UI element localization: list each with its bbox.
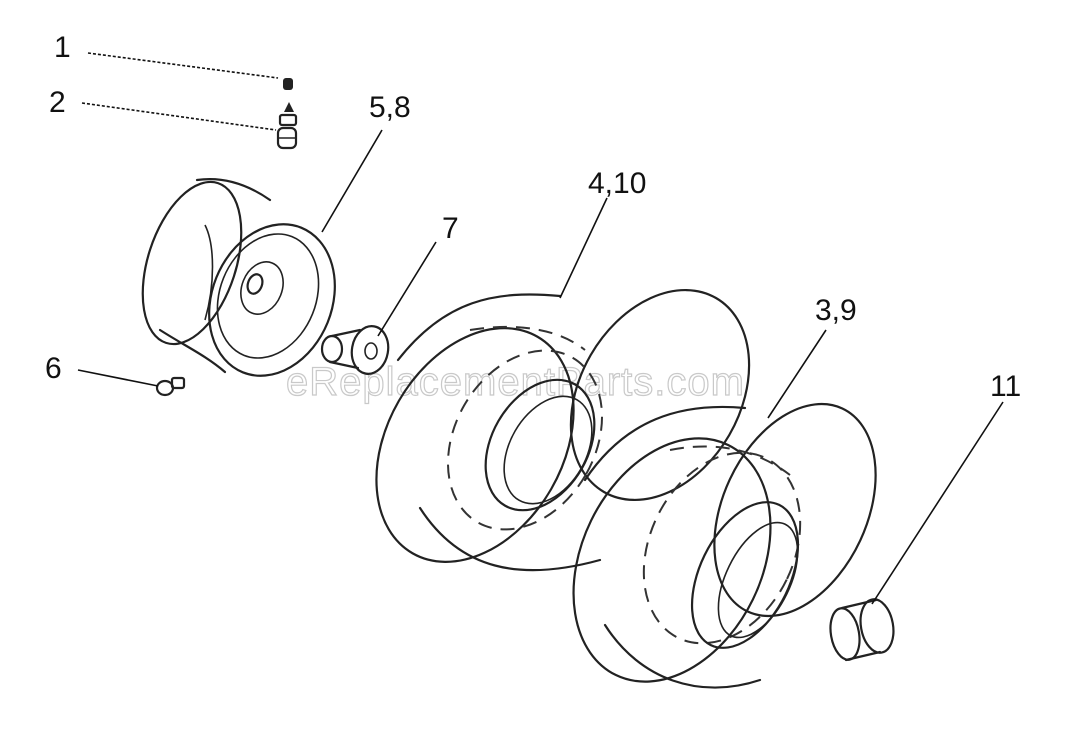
callout-1: 1 <box>54 31 71 64</box>
part-rear-tire <box>572 402 877 689</box>
callout-5-8: 5,8 <box>369 91 411 124</box>
callout-11: 11 <box>990 370 1021 403</box>
part-valve-stem <box>276 102 298 150</box>
leader-7 <box>377 241 437 337</box>
leader-11 <box>871 401 1004 605</box>
part-bushing <box>320 325 390 375</box>
leader-3-9 <box>767 329 827 419</box>
part-front-tire <box>375 288 751 572</box>
watermark: eReplacementParts.com <box>286 360 745 404</box>
part-grease-fitting <box>155 376 186 397</box>
part-valve-cap <box>283 78 293 90</box>
leader-2 <box>81 102 277 131</box>
leader-1 <box>87 52 279 79</box>
callout-2: 2 <box>49 86 66 119</box>
callout-3-9: 3,9 <box>815 294 857 327</box>
callout-4-10: 4,10 <box>588 167 646 200</box>
leader-4-10 <box>559 197 608 299</box>
callout-7: 7 <box>442 212 459 245</box>
part-hub-cap <box>829 598 895 662</box>
leader-5-8 <box>321 129 383 233</box>
leader-6 <box>77 369 159 387</box>
part-rim <box>141 178 336 377</box>
callout-6: 6 <box>45 352 62 385</box>
